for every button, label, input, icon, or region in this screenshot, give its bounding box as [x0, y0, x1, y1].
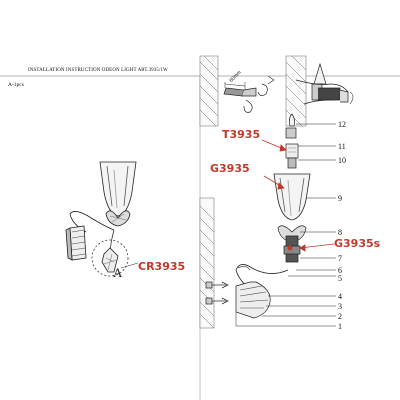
cup-holder-part	[277, 225, 307, 263]
part-number-4: 4	[338, 292, 342, 301]
dimension-60mm: 60mm	[228, 70, 242, 84]
code-arrows	[261, 139, 335, 252]
part-number-12: 12	[338, 120, 346, 129]
wall-section-bottom	[199, 197, 215, 329]
leader-lines-lower	[235, 231, 336, 327]
part-number-3: 3	[338, 302, 342, 311]
wall-section-top	[199, 55, 307, 127]
part-code-cr3935: CR3935	[138, 260, 185, 273]
callout-letter-a: A	[113, 265, 123, 280]
glass-shade-part	[273, 173, 311, 221]
callout-line-cr	[120, 262, 139, 269]
part-number-8: 8	[338, 228, 342, 237]
quantity-label: A-1pcs	[8, 82, 24, 88]
part-number-1: 1	[338, 322, 342, 331]
part-number-9: 9	[338, 194, 342, 203]
part-code-t3935: T3935	[222, 128, 260, 141]
part-number-6: 6	[338, 266, 342, 275]
part-number-11: 11	[338, 142, 346, 151]
candle-tube	[285, 113, 297, 139]
part-number-10: 10	[338, 156, 346, 165]
wall-base-plate	[235, 281, 271, 319]
page-title: INSTALLATION INSTRUCTION ODEON LIGHT ART…	[28, 68, 168, 73]
crystal-mark	[287, 245, 293, 251]
part-code-g3935: G3935	[210, 162, 250, 175]
anchor-screw-figure	[223, 75, 275, 113]
wall-plate-top	[295, 79, 354, 105]
part-number-2: 2	[338, 312, 342, 321]
callout-circle	[91, 239, 129, 277]
lamp-assembled-figure	[65, 161, 137, 273]
curved-arm-part	[235, 264, 289, 293]
part-number-7: 7	[338, 254, 342, 263]
part-numbers: 12 11 10 9 8 7 6 5 4 3 2 1	[338, 120, 346, 331]
wall-screws	[205, 281, 229, 305]
part-number-5: 5	[338, 274, 342, 283]
socket-part	[285, 143, 299, 169]
part-code-g3935s: G3935s	[334, 237, 381, 250]
